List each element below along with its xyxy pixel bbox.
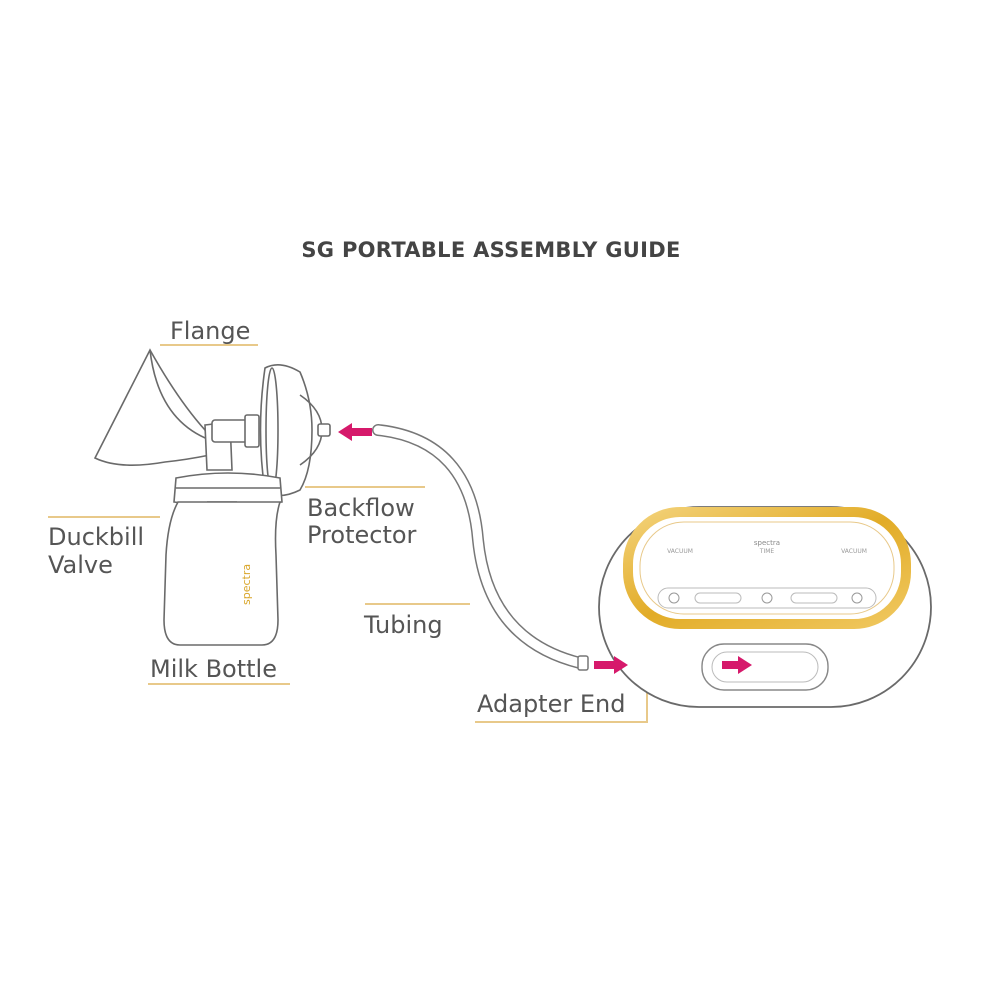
breast-pump-kit: spectra [93,348,331,646]
settings-button [851,592,863,604]
bottle-collar [173,472,283,507]
arrow-to-backflow [338,423,372,441]
direction-arrows [338,423,752,674]
panel-label-left: VACUUM [667,548,693,555]
milk-bottle-label: Milk Bottle [150,655,277,683]
milk-bottle [163,501,282,646]
adapter-end-label: Adapter End [477,690,626,718]
panel-label-center: TIME [759,548,775,555]
bottle-logo: spectra [240,564,253,605]
device-logo: spectra [754,539,780,547]
mode-button [761,592,773,604]
arrow-into-port [722,656,752,674]
duckbill-label-line2: Valve [48,551,113,579]
device-ring [623,507,911,629]
backflow-label-line2: Protector [307,521,417,549]
tubing [372,424,589,671]
flange-shield [93,348,211,466]
backflow-label-line1: Backflow [307,494,415,522]
pump-device: spectra VACUUM TIME VACUUM [598,506,932,708]
power-button [668,592,680,604]
device-port-slot [701,643,829,691]
panel-label-right: VACUUM [841,548,867,555]
vacuum-left-button [694,592,742,604]
arrow-to-adapter [594,656,628,674]
diagram-title: SG PORTABLE ASSEMBLY GUIDE [301,238,681,262]
control-strip [657,587,877,609]
duckbill-label-line1: Duckbill [48,523,145,551]
tubing-label: Tubing [364,611,443,639]
flange-label: Flange [170,317,251,345]
vacuum-right-button [790,592,838,604]
